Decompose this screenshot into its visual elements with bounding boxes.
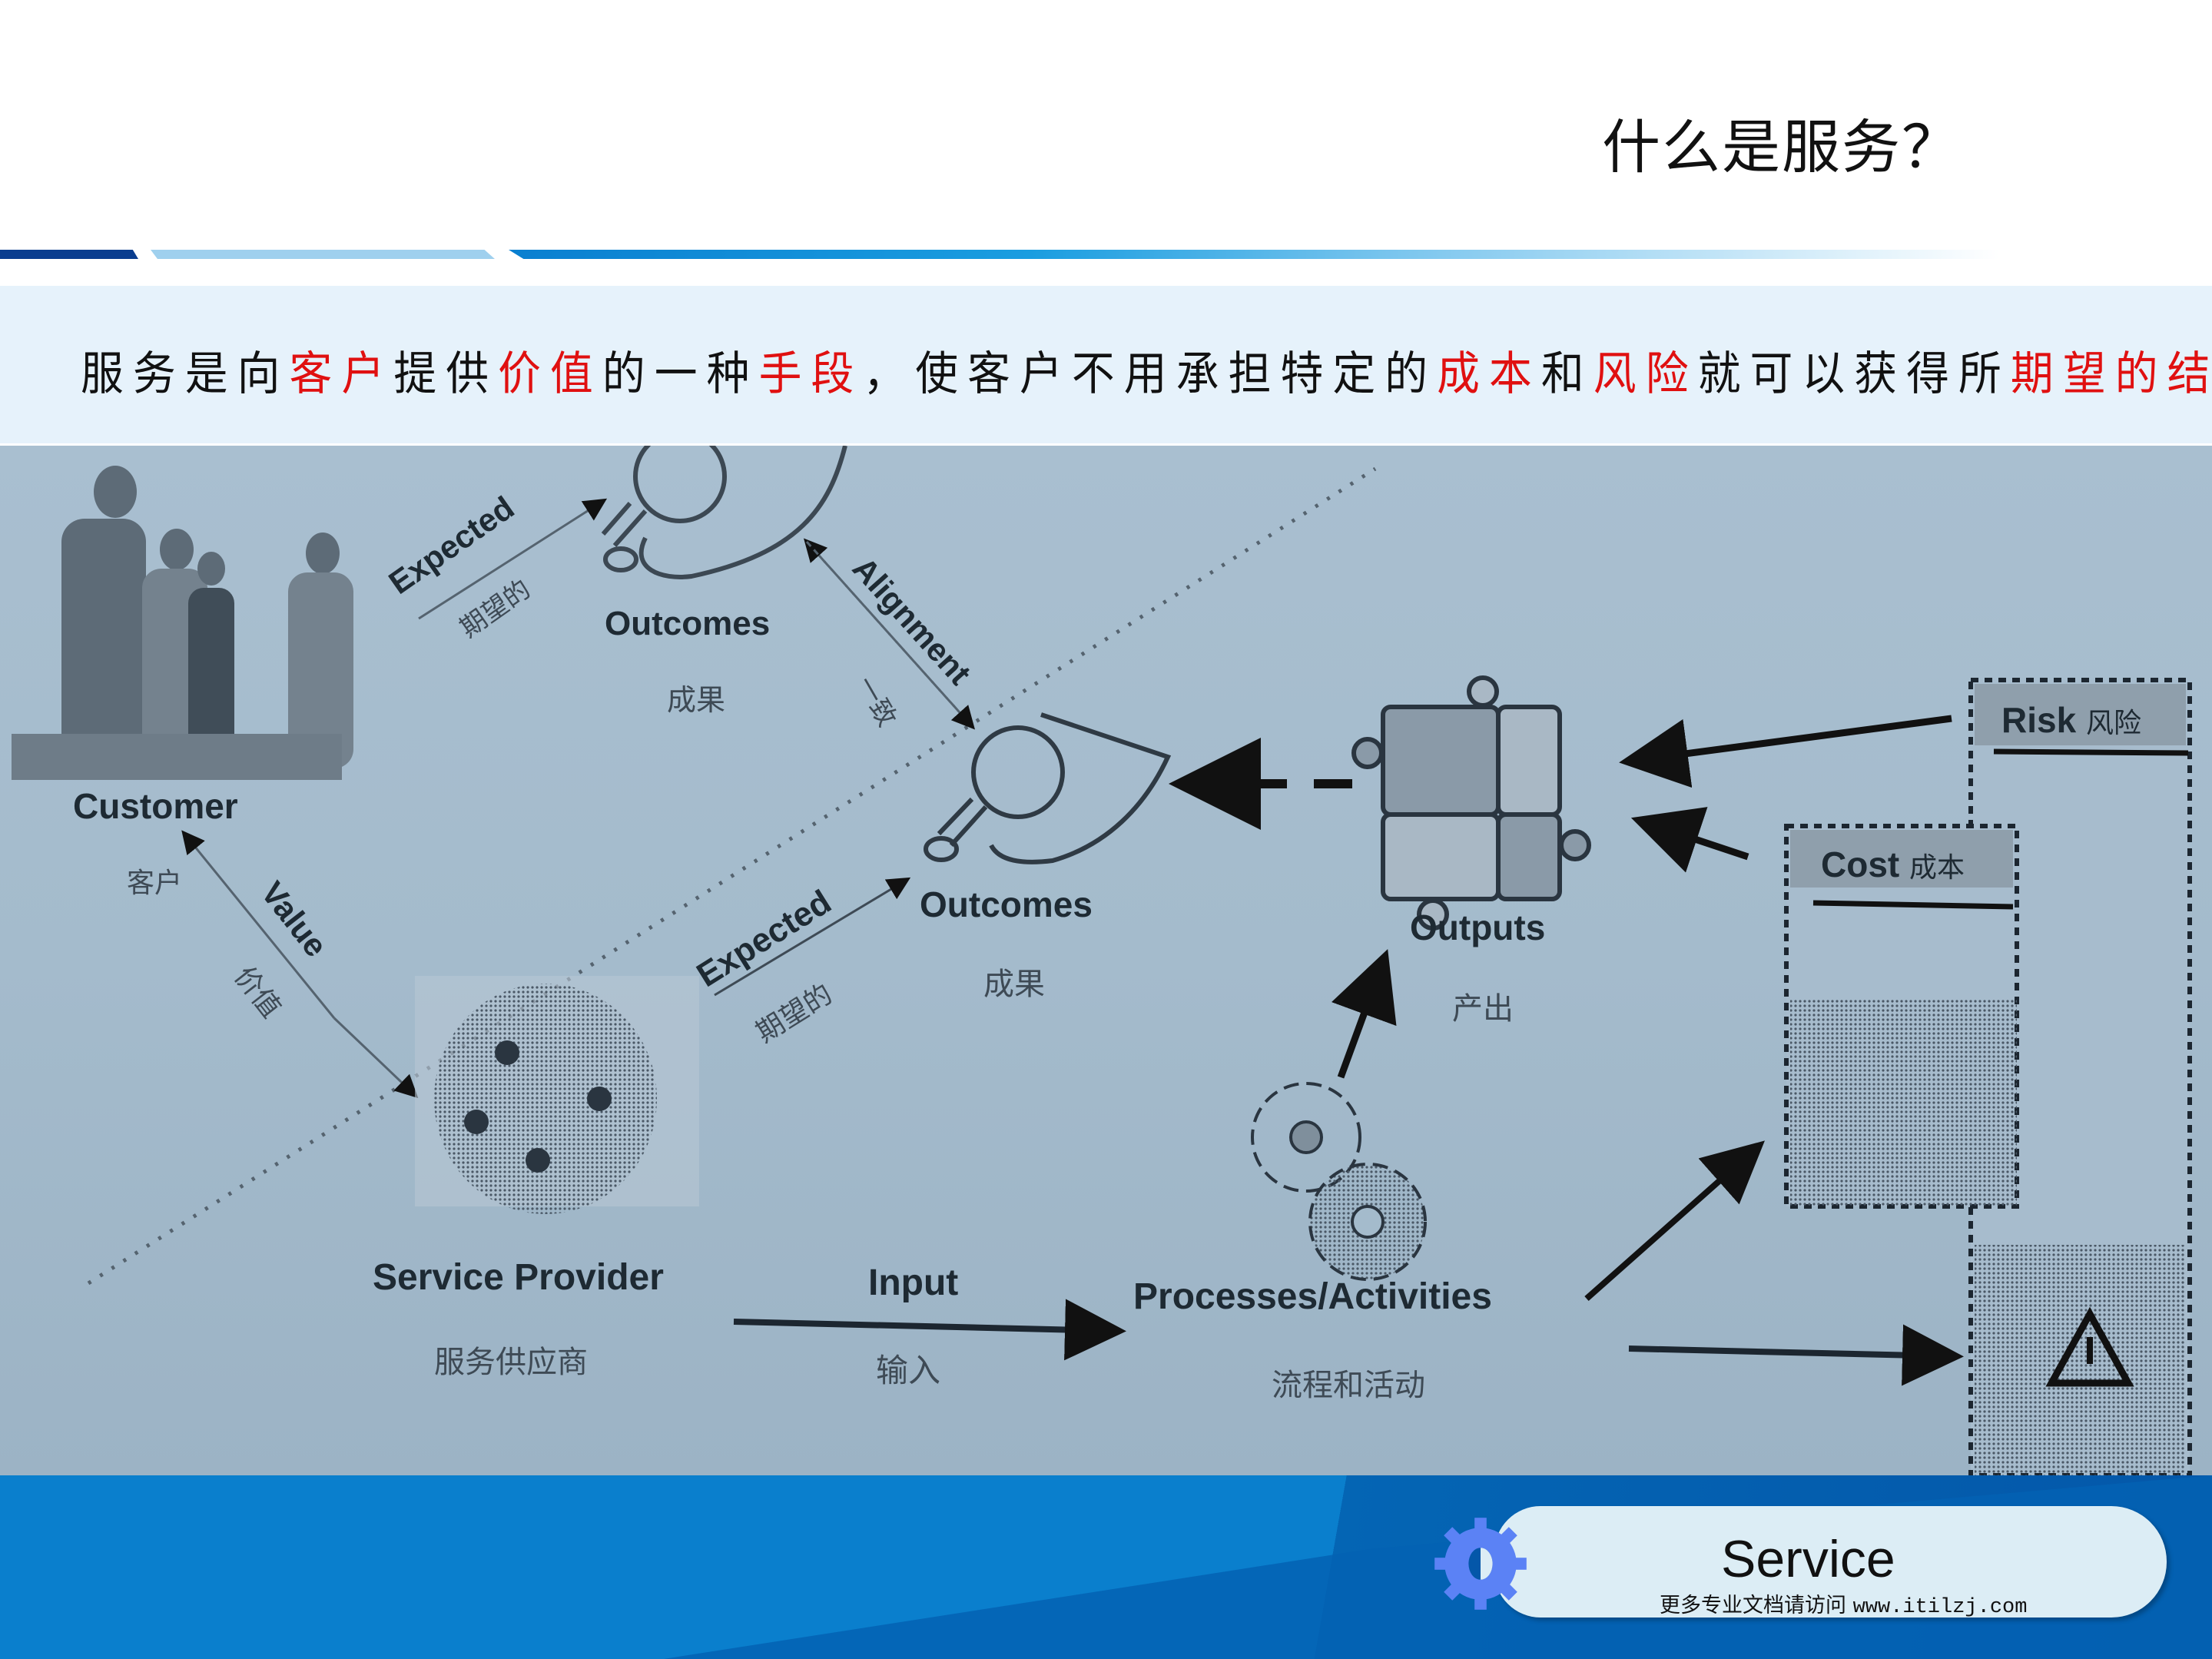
statement-highlight-risk: 风险 [1593, 347, 1698, 401]
statement-seg: 和 [1540, 347, 1594, 401]
definition-band [0, 286, 2212, 443]
processes-label-zh: 流程和活动 [1272, 1368, 1425, 1403]
customer-label: Customer [73, 786, 238, 826]
input-label-zh: 输入 [876, 1352, 941, 1389]
page-title: 什么是服务？ [1602, 113, 1962, 181]
gear-icon [1434, 1518, 1527, 1610]
service-badge-label: Service [1721, 1530, 1895, 1588]
outcomes-mid-label-zh: 成果 [983, 967, 1045, 1002]
outputs-label: Outputs [1410, 907, 1546, 947]
service-provider-label-zh: 服务供应商 [434, 1345, 588, 1380]
service-provider-label: Service Provider [373, 1257, 664, 1298]
expected-mid-arrow [714, 877, 911, 997]
outputs-puzzle-icon [1351, 675, 1591, 931]
cost-box [1784, 824, 2019, 1209]
outcomes-mid-label: Outcomes [920, 884, 1093, 924]
divider-line [87, 466, 1377, 1286]
warning-triangle-icon [2045, 1306, 2134, 1387]
risk-label: Risk 风险 [2001, 699, 2141, 741]
outputs-label-zh: 产出 [1452, 991, 1514, 1027]
statement-seg: 的一种 [602, 347, 759, 401]
processes-label: Processes/Activities [1133, 1276, 1492, 1317]
cost-label-zh: 成本 [1909, 852, 1965, 884]
value-arrow-to-customer [181, 830, 336, 1019]
statement-highlight-customer: 客户 [289, 347, 394, 401]
processes-to-cost-arrow [1584, 1140, 1765, 1301]
input-label: Input [868, 1262, 959, 1303]
statement-highlight-cost: 成本 [1437, 347, 1541, 401]
cost-label: Cost 成本 [1821, 844, 1965, 885]
header-rule-gradient [509, 250, 1999, 259]
cost-to-outputs-arrow [1630, 807, 1749, 873]
outcomes-top-label-zh: 成果 [667, 683, 726, 717]
statement-highlight-means: 手段 [758, 347, 864, 401]
diagram-graphics [12, 446, 2192, 1475]
outcomes-mid-magnifier-icon [924, 712, 1172, 864]
watermark: 更多专业文档请访问 www.itilzj.com [1660, 1588, 2027, 1619]
risk-to-outputs-arrow [1619, 715, 1952, 788]
service-badge [1494, 1506, 2167, 1618]
statement-highlight-outcomes: 期望的结果 [2010, 347, 2212, 401]
alignment-arrow-down [805, 540, 976, 730]
header-rule-dark [0, 250, 138, 259]
statement-seg: ，使客户不用承担特定的 [863, 347, 1438, 401]
watermark-text: 更多专业文档请访问 [1660, 1594, 1853, 1618]
input-arrow [733, 1299, 1126, 1361]
processes-to-outputs-arrow [1331, 949, 1397, 1079]
watermark-link[interactable]: www.itilzj.com [1852, 1596, 2028, 1619]
statement-seg: 就可以获得所 [1697, 347, 2011, 401]
customer-figures-icon [12, 466, 353, 780]
processes-gears-icon [1251, 1082, 1427, 1281]
statement-seg: 提供 [393, 347, 499, 401]
calculator-photo-icon [1790, 999, 2017, 1206]
outcomes-top-magnifier-icon [601, 446, 847, 579]
service-definition: 服务是向客户提供价值的一种手段，使客户不用承担特定的成本和风险就可以获得所期望的… [81, 337, 2212, 403]
service-provider-globe-icon [415, 976, 699, 1214]
outcomes-top-label: Outcomes [605, 605, 771, 642]
statement-highlight-value: 价值 [498, 347, 602, 401]
service-diagram-photo: Customer 客户 Value 价值 Expected 期望的 Outcom… [0, 446, 2212, 1475]
value-arrow-to-provider [333, 1017, 419, 1099]
risk-label-en: Risk [2001, 700, 2077, 740]
statement-seg: 服务是向 [81, 347, 290, 401]
cost-label-en: Cost [1821, 844, 1900, 884]
customer-label-zh: 客户 [127, 868, 183, 899]
processes-to-risk-arrow [1628, 1324, 1964, 1386]
expected-top-arrow [418, 498, 608, 620]
risk-label-zh: 风险 [2085, 708, 2141, 739]
header-rule-light [151, 250, 495, 259]
